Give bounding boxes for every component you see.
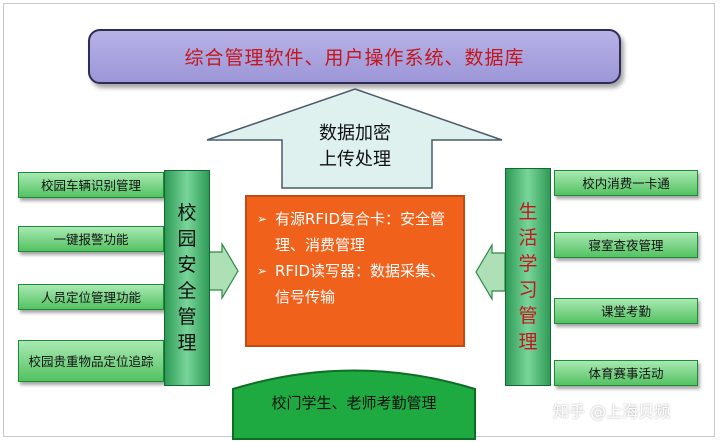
left-item-alarm: 一键报警功能	[18, 226, 164, 252]
left-item-personnel: 人员定位管理功能	[18, 284, 164, 310]
center-bullet: ➢ RFID读写器：数据采集、信号传输	[257, 258, 455, 310]
right-panel-title: 生 活 学 习 管 理	[505, 168, 551, 386]
center-bullet: ➢ 有源RFID复合卡：安全管理、消费管理	[257, 206, 455, 258]
right-item-sports: 体育赛事活动	[554, 360, 698, 386]
center-box: ➢ 有源RFID复合卡：安全管理、消费管理 ➢ RFID读写器：数据采集、信号传…	[245, 195, 465, 347]
bottom-box: 校门学生、老师考勤管理	[271, 393, 437, 412]
right-title-char: 学	[518, 253, 538, 275]
upload-arrow-line2: 上传处理	[319, 149, 391, 170]
right-title-char: 习	[518, 279, 538, 301]
left-title-char: 管	[177, 306, 197, 328]
right-title-char: 理	[518, 331, 538, 353]
left-title-char: 校	[177, 202, 197, 224]
left-title-char: 安	[177, 254, 197, 276]
left-panel-title: 校 园 安 全 管 理	[164, 170, 210, 386]
left-to-center-arrow-icon	[208, 241, 239, 301]
right-title-char: 生	[518, 201, 538, 223]
left-title-char: 全	[177, 280, 197, 302]
right-item-dorm-check: 寝室查夜管理	[554, 232, 698, 258]
right-triangle-bullet-icon: ➢	[257, 212, 268, 226]
watermark: 知乎 @上海贝频	[553, 402, 671, 421]
upload-arrow-line1: 数据加密	[319, 123, 391, 144]
right-item-attendance: 课堂考勤	[554, 298, 698, 324]
upload-arrow-label: 数据加密 上传处理	[290, 121, 420, 173]
left-title-char: 理	[177, 332, 197, 354]
center-bullet-text: 有源RFID复合卡：安全管理、消费管理	[275, 210, 446, 254]
left-title-char: 园	[177, 228, 197, 250]
top-banner: 综合管理软件、用户操作系统、数据库	[88, 29, 621, 84]
upload-arrow-icon	[206, 88, 503, 189]
left-item-valuables: 校园贵重物品定位追踪	[18, 340, 164, 382]
right-title-char: 活	[518, 227, 538, 249]
left-item-vehicle: 校园车辆识别管理	[18, 172, 164, 198]
right-title-char: 管	[518, 305, 538, 327]
center-bullet-text: RFID读写器：数据采集、信号传输	[275, 262, 446, 306]
right-to-center-arrow-icon	[475, 242, 506, 302]
right-triangle-bullet-icon: ➢	[257, 264, 268, 278]
bottom-box-arch	[232, 369, 476, 440]
right-item-campus-card: 校内消费一卡通	[554, 170, 698, 196]
